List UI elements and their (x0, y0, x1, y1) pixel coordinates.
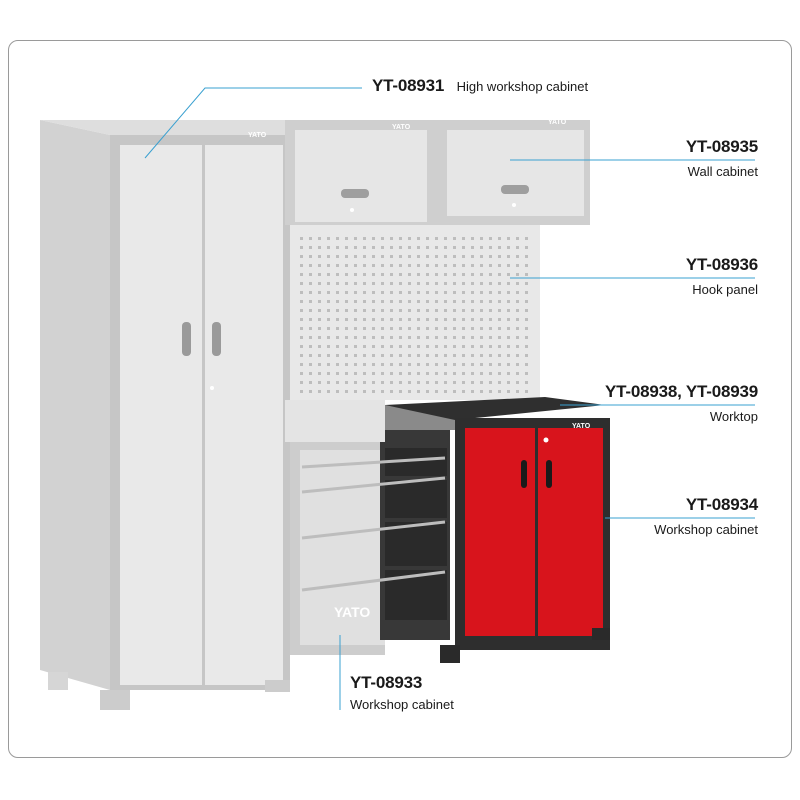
hook-panel-callout: YT-08936 Hook panel (686, 255, 758, 297)
product-description: Workshop cabinet (350, 697, 454, 712)
wall-cabinet-drawing: YATO YATO (285, 119, 590, 225)
product-description: Wall cabinet (687, 164, 758, 179)
red-cabinet-drawing: YATO (385, 397, 610, 663)
callout-lines (144, 87, 755, 710)
brand-logo-wall-left: YATO (392, 124, 411, 131)
worktop-callout: YT-08938, YT-08939 Worktop (605, 382, 758, 424)
wall-cabinet-callout: YT-08935 Wall cabinet (686, 137, 758, 179)
hook-panel-drawing (290, 225, 540, 400)
brand-logo-drawer: YATO (334, 604, 370, 620)
product-description: High workshop cabinet (456, 79, 589, 94)
product-code: YT-08938, YT-08939 (605, 382, 758, 401)
product-description: Hook panel (692, 282, 758, 297)
drawer-cabinet-drawing: YATO (285, 400, 455, 655)
product-code: YT-08931 (372, 76, 445, 95)
brand-logo-wall-right: YATO (548, 119, 567, 126)
brand-logo-red: YATO (572, 423, 591, 430)
product-code: YT-08936 (685, 255, 758, 274)
product-description: Workshop cabinet (654, 522, 758, 537)
product-code: YT-08934 (685, 495, 758, 514)
high-cabinet-callout: YT-08931 High workshop cabinet (372, 76, 588, 96)
product-code: YT-08935 (685, 137, 758, 156)
product-description: Worktop (709, 409, 758, 424)
product-code: YT-08933 (350, 673, 423, 692)
red-cabinet-callout: YT-08934 Workshop cabinet (654, 495, 758, 537)
high-cabinet-drawing: YATO (40, 120, 290, 710)
drawer-cabinet-callout: YT-08933 Workshop cabinet (350, 673, 454, 712)
brand-logo-high: YATO (248, 132, 267, 139)
